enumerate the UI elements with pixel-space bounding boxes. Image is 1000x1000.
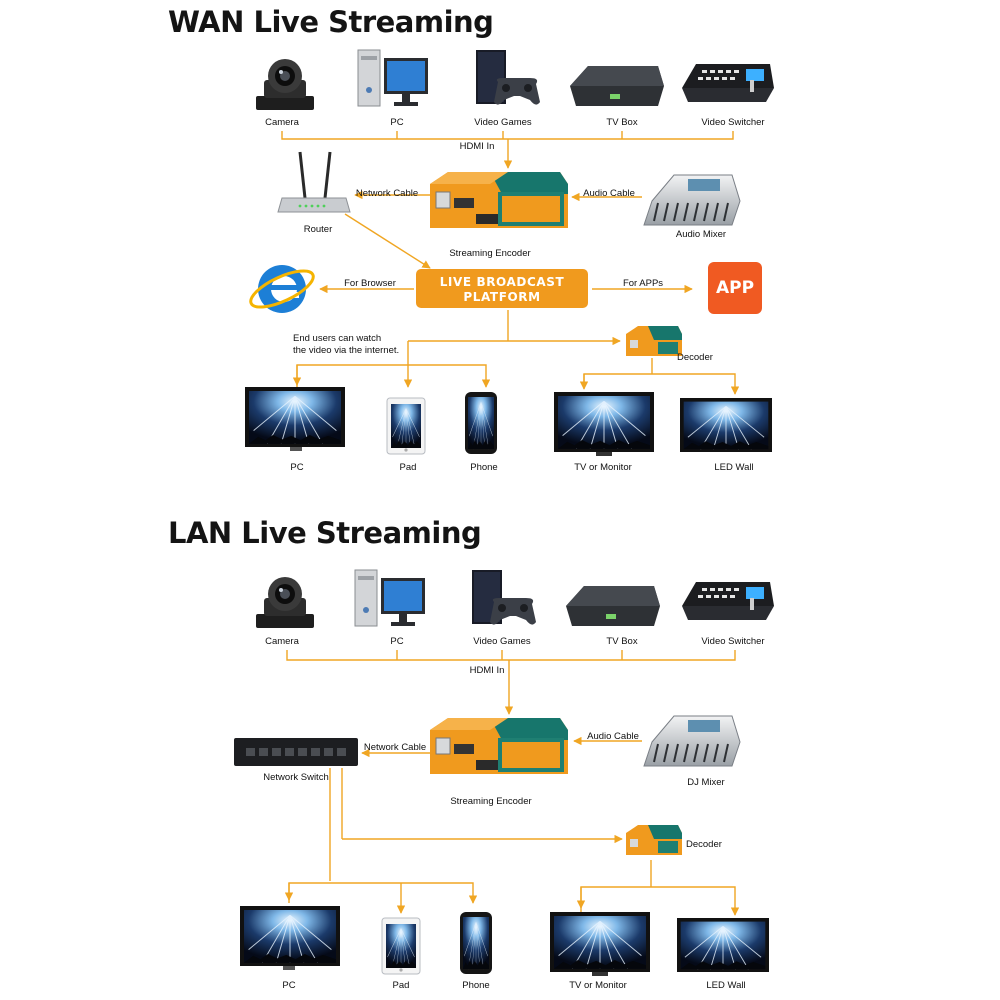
wan-tv-box-icon <box>570 66 664 106</box>
lan-network-switch-icon <box>234 738 358 766</box>
wan-source-label: PC <box>390 117 403 128</box>
wan-for-browser-label: For Browser <box>344 278 396 289</box>
lan-pc-icon <box>354 569 426 627</box>
lan-output-label: Pad <box>393 980 410 991</box>
lan-pad-icon <box>382 918 420 974</box>
lan-video-games-icon <box>472 570 536 625</box>
wan-end-users-line2: the video via the internet. <box>293 345 399 356</box>
lan-network-cable-label: Network Cable <box>364 742 426 753</box>
lan-output-label: Phone <box>462 980 489 991</box>
wan-pad-icon <box>387 398 425 454</box>
wan-output-label: Pad <box>400 462 417 473</box>
wan-decoder-icon <box>626 326 682 356</box>
wan-output-label: LED Wall <box>714 462 753 473</box>
wan-audio-mixer-label: Audio Mixer <box>676 229 726 240</box>
wan-decoder-label: Decoder <box>677 352 713 363</box>
lan-source-bus <box>286 650 736 715</box>
wan-router-icon <box>277 151 351 213</box>
lan-source-label: Video Games <box>473 636 531 647</box>
lan-output-label: LED Wall <box>706 980 745 991</box>
wan-encoder-label: Streaming Encoder <box>449 248 530 259</box>
lan-camera-icon <box>256 577 314 628</box>
wan-video-switcher-icon <box>682 64 774 102</box>
wan-title: WAN Live Streaming <box>168 5 493 39</box>
lan-tv-box-icon <box>566 586 660 626</box>
wan-source-label: Video Games <box>474 117 532 128</box>
wan-audio-cable-label: Audio Cable <box>583 188 635 199</box>
wan-output-label: TV or Monitor <box>574 462 632 473</box>
wan-camera-icon <box>256 59 314 110</box>
wan-pc-icon <box>357 49 429 107</box>
wan-output-label: Phone <box>470 462 497 473</box>
wan-tv-monitor-icon <box>554 392 654 452</box>
lan-pc-monitor-icon <box>240 906 340 966</box>
lan-output-label: PC <box>282 980 295 991</box>
wan-output-label: PC <box>290 462 303 473</box>
wan-audio-mixer-icon <box>643 174 741 226</box>
lan-streaming-encoder-icon <box>429 717 569 775</box>
wan-source-label: Camera <box>265 117 300 128</box>
lan-network-switch-label: Network Switch <box>263 772 328 783</box>
wan-for-apps-label: For APPs <box>623 278 663 289</box>
wan-distribution-lines <box>292 310 740 395</box>
wan-live-broadcast-platform <box>416 269 588 308</box>
wan-video-games-icon <box>476 50 540 105</box>
lan-source-label: Camera <box>265 636 300 647</box>
wan-platform-line1: LIVE BROADCAST <box>440 275 565 289</box>
lan-distribution-lines <box>284 768 740 916</box>
lan-video-switcher-icon <box>682 582 774 620</box>
wan-pc-monitor-icon <box>245 387 345 447</box>
wan-streaming-encoder-icon <box>429 171 569 229</box>
lan-decoder-icon <box>626 825 682 855</box>
lan-audio-cable-label: Audio Cable <box>587 731 639 742</box>
lan-title: LAN Live Streaming <box>168 516 481 550</box>
wan-router-label: Router <box>304 224 333 235</box>
wan-end-users-line1: End users can watch <box>293 333 381 344</box>
lan-led-wall-icon <box>677 918 769 972</box>
lan-hdmi-in-label: HDMI In <box>470 665 505 676</box>
lan-encoder-label: Streaming Encoder <box>450 796 531 807</box>
lan-decoder-label: Decoder <box>686 839 722 850</box>
lan-source-label: Video Switcher <box>701 636 764 647</box>
wan-source-label: TV Box <box>606 117 637 128</box>
wan-app-icon <box>708 262 762 314</box>
wan-phone-icon <box>465 392 497 454</box>
wan-app-badge: APP <box>716 278 754 298</box>
wan-network-cable-label: Network Cable <box>356 188 418 199</box>
wan-hdmi-in-label: HDMI In <box>460 141 495 152</box>
wan-source-bus <box>281 131 734 169</box>
lan-phone-icon <box>460 912 492 974</box>
wan-platform-line2: PLATFORM <box>463 290 540 304</box>
lan-output-label: TV or Monitor <box>569 980 627 991</box>
lan-dj-mixer-icon <box>643 715 741 767</box>
lan-source-label: PC <box>390 636 403 647</box>
lan-source-label: TV Box <box>606 636 637 647</box>
wan-browser-icon <box>249 265 315 313</box>
wan-led-wall-icon <box>680 398 772 452</box>
lan-tv-monitor-icon <box>550 912 650 972</box>
lan-dj-mixer-label: DJ Mixer <box>687 777 724 788</box>
wan-source-label: Video Switcher <box>701 117 764 128</box>
